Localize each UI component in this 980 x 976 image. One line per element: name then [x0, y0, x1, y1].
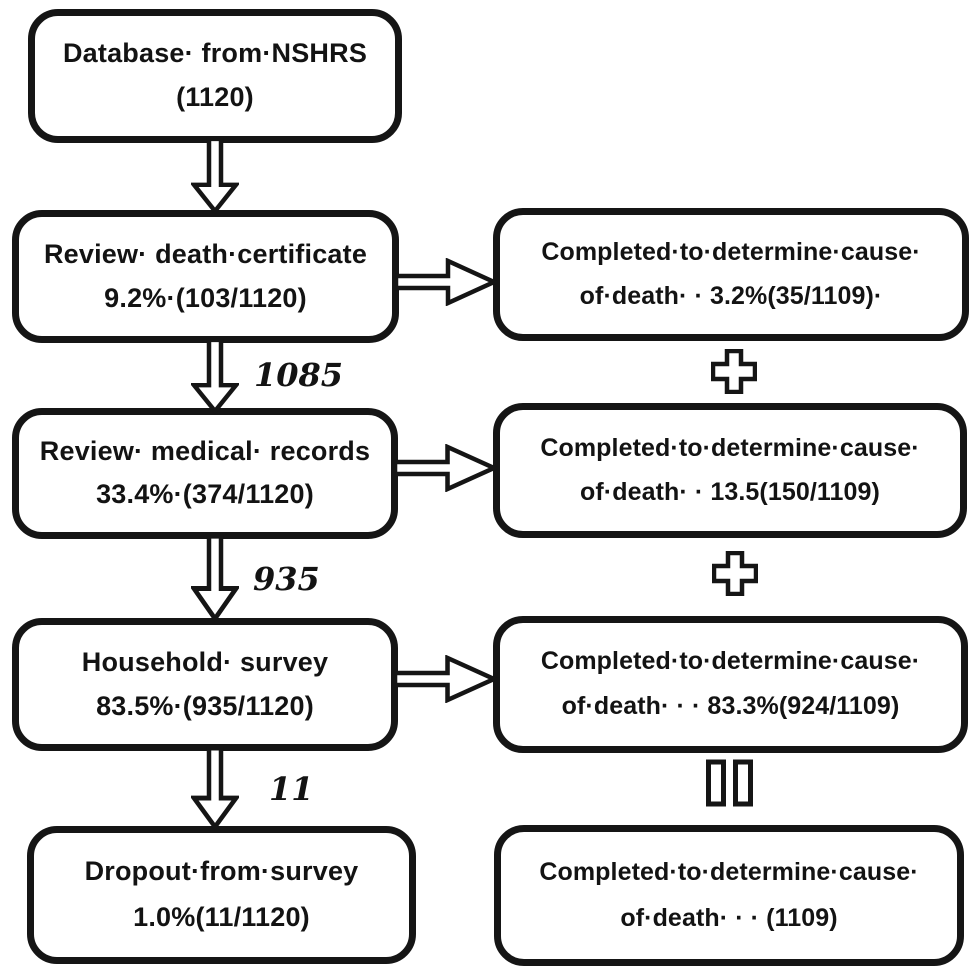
box-text-line: of·death· · 13.5(150/1109): [580, 477, 880, 506]
box-text-line: Dropout·from·survey: [84, 856, 359, 887]
flow-box-completed-cause-medical-records: Completed·to·determine·cause· of·death· …: [493, 403, 967, 538]
box-text-line: Completed·to·determine·cause·: [541, 238, 921, 266]
down-arrow-icon: [191, 138, 239, 214]
flow-box-completed-cause-total: Completed·to·determine·cause· of·death· …: [494, 825, 964, 966]
box-text-line: 9.2%·(103/1120): [104, 282, 307, 313]
flow-box-review-medical-records: Review· medical· records 33.4%·(374/1120…: [12, 408, 398, 539]
box-text-line: Completed·to·determine·cause·: [540, 433, 920, 462]
flow-box-database-nshrs: Database· from·NSHRS (1120): [28, 9, 402, 143]
box-text-line: Completed·to·determine·cause·: [540, 647, 921, 676]
flow-box-dropout-from-survey: Dropout·from·survey 1.0%(11/1120): [27, 826, 416, 964]
right-arrow-icon: [394, 655, 497, 703]
flow-count-label: 935: [253, 560, 320, 598]
box-text-line: of·death· · 3.2%(35/1109)·: [579, 281, 883, 310]
plus-icon: [711, 349, 757, 394]
flow-count-label: 1085: [254, 356, 344, 394]
equals-icon: [706, 759, 753, 807]
flow-count-label: 11: [269, 770, 314, 808]
box-text-line: 83.5%·(935/1120): [96, 690, 314, 721]
flow-box-review-death-certificate: Review· death·certificate 9.2%·(103/1120…: [12, 210, 399, 343]
right-arrow-icon: [394, 444, 497, 492]
box-text-line: Completed·to·determine·cause·: [539, 857, 919, 886]
right-arrow-icon: [395, 258, 497, 306]
box-text-line: Household· survey: [81, 646, 329, 677]
box-text-line: 1.0%(11/1120): [133, 902, 310, 933]
box-text-line: Database· from·NSHRS: [62, 37, 368, 68]
down-arrow-icon: [191, 535, 239, 622]
box-text-line: of·death· · · (1109): [620, 903, 838, 932]
box-text-line: Review· medical· records: [39, 435, 371, 466]
down-arrow-icon: [191, 747, 239, 830]
box-text-line: of·death· · · 83.3%(924/1109): [561, 692, 900, 721]
down-arrow-icon: [191, 339, 239, 414]
flow-box-completed-cause-household-survey: Completed·to·determine·cause· of·death· …: [493, 616, 968, 753]
box-text-line: (1120): [176, 82, 254, 113]
plus-icon: [712, 551, 758, 596]
box-text-line: 33.4%·(374/1120): [96, 479, 314, 510]
flow-box-completed-cause-death-certificate: Completed·to·determine·cause· of·death· …: [493, 208, 969, 341]
box-text-line: Review· death·certificate: [43, 238, 368, 269]
flow-box-household-survey: Household· survey 83.5%·(935/1120): [12, 618, 398, 751]
